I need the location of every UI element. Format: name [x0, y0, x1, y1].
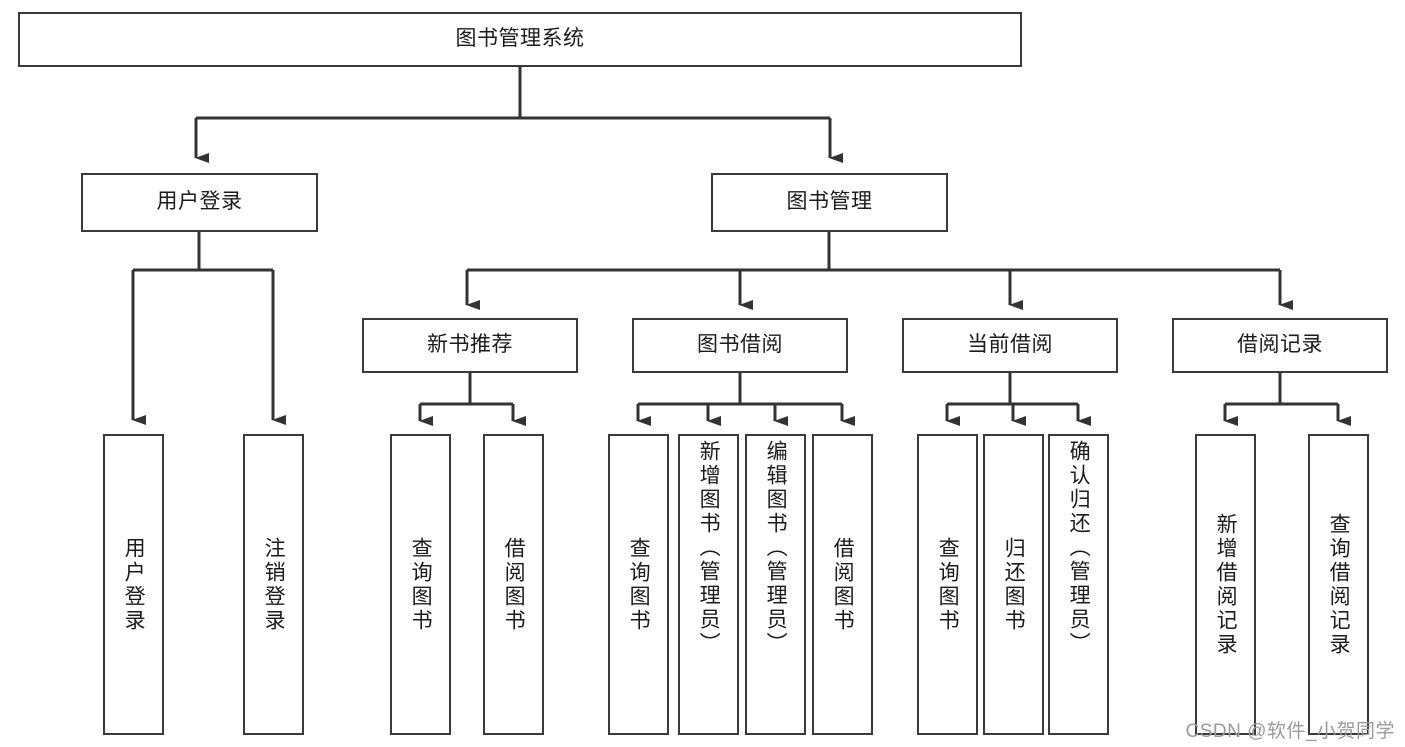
leaf-borrow-book-recommend[interactable]: 借阅图书: [483, 434, 544, 735]
node-label: 新增图书（管理员）: [697, 440, 721, 656]
node-label: 确认归还（管理员）: [1067, 440, 1091, 656]
leaf-query-book-borrow[interactable]: 查询图书: [608, 434, 669, 735]
node-label: 借阅图书: [831, 536, 855, 633]
node-label: 注销登录: [262, 536, 286, 633]
node-label: 编辑图书（管理员）: [764, 440, 788, 656]
node-label: 当前借阅: [967, 333, 1053, 357]
node-new-book-recommend[interactable]: 新书推荐: [362, 318, 578, 373]
leaf-query-borrow-record[interactable]: 查询借阅记录: [1308, 434, 1369, 735]
node-current-borrow[interactable]: 当前借阅: [902, 318, 1118, 373]
node-label: 查询图书: [936, 536, 960, 633]
node-root[interactable]: 图书管理系统: [18, 12, 1022, 67]
node-label: 用户登录: [122, 536, 146, 633]
node-label: 图书管理: [786, 190, 873, 214]
leaf-logout[interactable]: 注销登录: [243, 434, 304, 735]
node-label: 查询借阅记录: [1327, 512, 1351, 657]
node-book-manage[interactable]: 图书管理: [711, 173, 948, 232]
node-label: 图书借阅: [697, 333, 783, 357]
node-user-login[interactable]: 用户登录: [81, 173, 318, 232]
node-borrow-record[interactable]: 借阅记录: [1172, 318, 1388, 373]
leaf-add-borrow-record[interactable]: 新增借阅记录: [1195, 434, 1256, 735]
node-label: 归还图书: [1002, 536, 1026, 633]
node-label: 查询图书: [409, 536, 433, 633]
leaf-user-login[interactable]: 用户登录: [103, 434, 164, 735]
node-label: 图书管理系统: [455, 27, 585, 51]
leaf-query-book-current[interactable]: 查询图书: [917, 434, 978, 735]
leaf-confirm-return-admin[interactable]: 确认归还（管理员）: [1048, 434, 1109, 735]
node-label: 查询图书: [627, 536, 651, 633]
node-label: 借阅记录: [1237, 333, 1323, 357]
leaf-query-book-recommend[interactable]: 查询图书: [390, 434, 451, 735]
leaf-edit-book-admin[interactable]: 编辑图书（管理员）: [745, 434, 806, 735]
node-label: 借阅图书: [502, 536, 526, 633]
node-label: 新增借阅记录: [1214, 512, 1238, 657]
leaf-return-book[interactable]: 归还图书: [983, 434, 1044, 735]
node-label: 新书推荐: [427, 333, 513, 357]
leaf-borrow-book[interactable]: 借阅图书: [812, 434, 873, 735]
node-book-borrow[interactable]: 图书借阅: [632, 318, 848, 373]
watermark: CSDN @软件_小贺同学: [1185, 721, 1395, 742]
leaf-add-book-admin[interactable]: 新增图书（管理员）: [678, 434, 739, 735]
node-label: 用户登录: [156, 190, 243, 214]
